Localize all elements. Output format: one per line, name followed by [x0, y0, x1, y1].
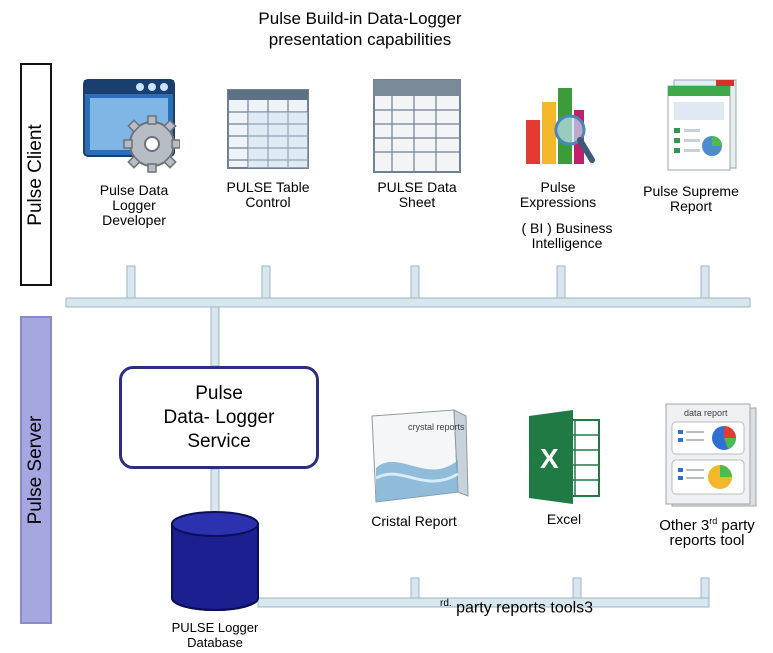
crystal-reports-icon: crystal reports: [371, 409, 469, 503]
server-drop-2: [572, 577, 582, 599]
database-label: PULSE Logger Database: [171, 620, 259, 650]
database-icon: [171, 511, 259, 611]
service-riser: [210, 306, 220, 367]
server-drop-3: [700, 577, 710, 599]
table-control-icon: [227, 89, 309, 169]
client-drop-4: [556, 265, 566, 299]
crystal-report-label: Cristal Report: [371, 513, 457, 529]
client-bus: [65, 297, 751, 308]
other-party-sup: rd: [709, 516, 718, 526]
crystal-logo-text: crystal reports: [408, 422, 465, 432]
other-party-label: Other 3rd party reports tool: [646, 514, 768, 548]
other-party-pre: Other 3: [659, 517, 710, 534]
data-report-caption: data report: [684, 408, 728, 418]
excel-icon: X: [529, 410, 600, 504]
third-party-note-text: party reports tools3: [451, 599, 594, 617]
data-logger-service: Pulse Data- Logger Service: [119, 366, 319, 469]
title-line-2: presentation capabilities: [268, 30, 452, 49]
bi-label: ( BI ) Business Intelligence: [521, 220, 613, 251]
client-drop-5: [700, 265, 710, 299]
server-panel: Pulse Server: [20, 316, 52, 624]
service-line-1: Pulse: [195, 382, 243, 404]
supreme-report-icon: [667, 79, 737, 171]
data-sheet-icon: [373, 79, 461, 173]
expressions-label: Pulse Expressions: [519, 179, 597, 210]
service-line-3: Service: [187, 430, 251, 452]
other-party-post: party reports tool: [669, 517, 755, 549]
service-line-2: Data- Logger: [163, 406, 275, 428]
third-party-note: rd. party reports tools3: [440, 598, 593, 617]
developer-icon: [83, 79, 180, 173]
supreme-report-label: Pulse Supreme Report: [643, 183, 739, 214]
third-party-report-icon: data report: [665, 403, 757, 507]
data-sheet-label: PULSE Data Sheet: [377, 179, 457, 210]
third-party-note-sup: rd.: [440, 598, 452, 609]
title-line-1: Pulse Build-in Data-Logger: [258, 9, 462, 28]
bi-chart-icon: [526, 88, 595, 164]
server-drop-1: [410, 577, 420, 599]
server-bus: [257, 597, 710, 608]
developer-label: Pulse Data Logger Developer: [99, 182, 169, 228]
client-panel: Pulse Client: [20, 63, 52, 286]
excel-letter: X: [540, 443, 559, 474]
service-db-link: [210, 468, 220, 515]
client-drop-1: [126, 265, 136, 299]
client-drop-2: [261, 265, 271, 299]
client-drop-3: [410, 265, 420, 299]
excel-label: Excel: [546, 511, 582, 527]
table-control-label: PULSE Table Control: [226, 179, 310, 210]
diagram-title: Pulse Build-in Data-Logger presentation …: [150, 8, 570, 50]
